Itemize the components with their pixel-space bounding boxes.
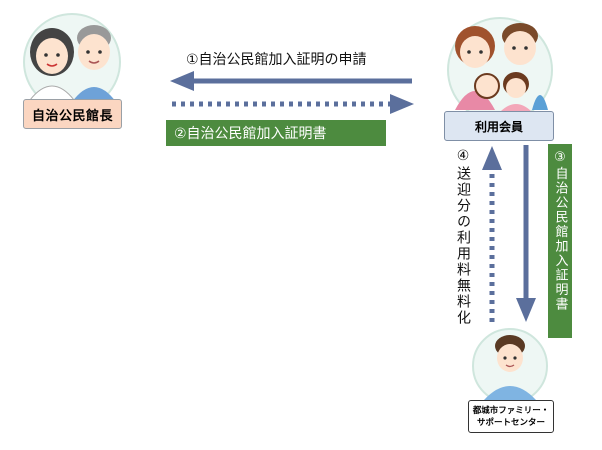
arrow-step2 [172, 94, 414, 114]
edge-label-step1: ①自治公民館加入証明の申請 [186, 52, 367, 68]
edge-label-step2: ②自治公民館加入証明書 [166, 120, 386, 146]
center-label-line2: サポートセンター [476, 417, 545, 428]
arrow-step4 [482, 146, 502, 322]
member-label: 利用会員 [474, 119, 523, 134]
member-node: 利用会員 [444, 111, 554, 141]
chief-label: 自治公民館長 [31, 108, 113, 124]
arrow-step3 [516, 145, 536, 322]
center-node: 都城市ファミリー・ サポートセンター [468, 400, 554, 433]
center-label-line1: 都城市ファミリー・ [472, 405, 550, 416]
elderly-couple-icon [23, 13, 121, 111]
arrow-step1 [170, 71, 412, 91]
chief-node: 自治公民館長 [23, 99, 122, 129]
edge-label-step4: ④送迎分の利用料無料化 [455, 148, 471, 326]
edge-label-step3: ③自治公民館加入証明書 [548, 144, 572, 338]
staff-person-icon [472, 328, 548, 404]
family-icon [447, 17, 553, 123]
